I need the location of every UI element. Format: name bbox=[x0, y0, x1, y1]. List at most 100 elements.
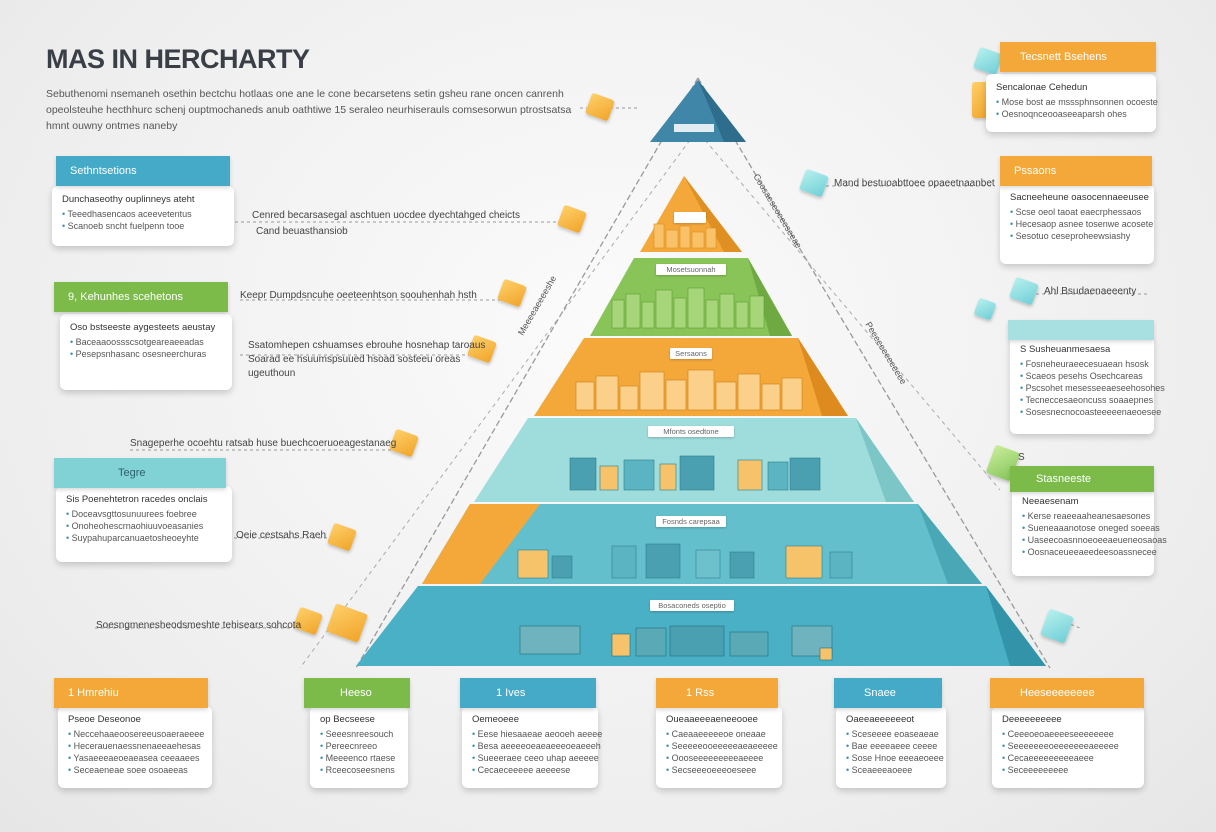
left-card-3: Sis Poenehtetron racedes onclais Doceavs… bbox=[56, 486, 232, 562]
card-heading: Pseoe Deseonoe bbox=[68, 714, 141, 725]
card-line: Doceavsgttosunuurees foebree bbox=[66, 509, 232, 519]
card-line: Pereecnreeo bbox=[320, 741, 408, 751]
card-heading: Oemeoeee bbox=[472, 714, 520, 725]
left-label-7: Snageperhe ocoehtu ratsab huse buechcoer… bbox=[130, 438, 397, 449]
left-label-5: Soarad ee hsuumspsuued hsoad sosteeu ore… bbox=[248, 354, 461, 365]
left-label-3: Keepr Dumpdsncuhe oeeteenhtson soouhenha… bbox=[240, 290, 477, 301]
card-line: Sesotuo ceseproheewsiashy bbox=[1010, 231, 1154, 241]
card-line: Seceaeneae soee osoaeeas bbox=[68, 765, 212, 775]
card-line: Sceaeeeaoeee bbox=[846, 765, 946, 775]
pyramid-layer-2-label: Mosetsuonnah bbox=[656, 264, 726, 275]
card-line: Caeaaeeeeeoe oneaae bbox=[666, 729, 782, 739]
card-line: Pscsohet mesesseeaeseehosohes bbox=[1020, 383, 1165, 393]
card-line: Sose Hnoe eeeaeoeee bbox=[846, 753, 946, 763]
bottom-card-4: Oueaaeeeaeneeooee Caeaaeeeeeoe oneaae Se… bbox=[656, 706, 782, 788]
card-line: Onoheohescrnaohiuuvoeasanies bbox=[66, 521, 232, 531]
card-heading: Neeaesenam bbox=[1022, 496, 1079, 507]
card-line: Mose bost ae msssphnsonnen ocoeste bbox=[996, 97, 1158, 107]
card-heading: Sencalonae Cehedun bbox=[996, 82, 1088, 93]
bottom-card-2: op Becseese Seeesnreesouch Pereecnreeo M… bbox=[310, 706, 408, 788]
card-line: Hecerauenaessnenaeeaehesas bbox=[68, 741, 212, 751]
card-line: Neccehaaeoosereeusoaeraeeee bbox=[68, 729, 212, 739]
pyramid-layer-1-label bbox=[674, 212, 706, 223]
card-heading: op Becseese bbox=[320, 714, 375, 725]
card-line: Meeeenco rtaese bbox=[320, 753, 408, 763]
guide-line-outer-left bbox=[299, 139, 691, 669]
card-line: Scanoeb sncht fuelpenn tooe bbox=[62, 221, 234, 231]
card-line: Uaseecoasnnoeoeeaeueneosaoas bbox=[1022, 535, 1167, 545]
pyramid-layer-3-label: Sersaons bbox=[670, 348, 712, 359]
right-label-2: Ahl Bsudaenaeeenty bbox=[1044, 286, 1137, 297]
layer-6-blocks bbox=[519, 625, 833, 661]
card-line: Suypahuparcanuaetosheoeyhte bbox=[66, 533, 232, 543]
bottom-card-6: Deeeeeeeeee Ceeeoeoaeeeeseeeeeeee Seeeee… bbox=[992, 706, 1144, 788]
card-line: Seeesnreesouch bbox=[320, 729, 408, 739]
left-card-2: Oso bstseeste aygesteets aeustay Baceaao… bbox=[60, 314, 232, 390]
card-heading: Oueaaeeeaeneeooee bbox=[666, 714, 758, 725]
pyramid-edge-left bbox=[355, 77, 699, 669]
left-card-2-tab: 9, Kehunhes scehetons bbox=[54, 282, 228, 312]
card-line: Sueeeraee ceeo uhap aeeeee bbox=[472, 753, 599, 763]
card-line: Sosesnecnocoasteeeeenaeoesee bbox=[1020, 407, 1162, 417]
card-line: Bae eeeeaeee ceeee bbox=[846, 741, 946, 751]
layer-1-blocks bbox=[653, 223, 717, 249]
card-heading: S Susheuanmesaesa bbox=[1020, 344, 1111, 355]
card-line: Seeeeeooeeeeeaeaeeeee bbox=[666, 741, 782, 751]
card-line: Yasaeeeaeoeaeasea ceeaaees bbox=[68, 753, 212, 763]
card-line: Oesnoqnceooaseeaparsh ohes bbox=[996, 109, 1156, 119]
layer-5-blocks bbox=[517, 543, 853, 579]
right-card-1: Sencalonae Cehedun Mose bost ae msssphns… bbox=[986, 74, 1158, 132]
card-line: Sceseeee eoaseaeae bbox=[846, 729, 946, 739]
bottom-card-5: Oaeeaeeeeeeot Sceseeee eoaseaeae Bae eee… bbox=[836, 706, 946, 788]
right-card-4: Neeaesenam Kerse reaeeaaheanesaesones Su… bbox=[1012, 488, 1167, 576]
card-heading: Sacneeheune oasocennaeeusee bbox=[1010, 192, 1149, 203]
layer-2-blocks bbox=[611, 287, 765, 329]
card-line: Teeedhasencaos aceevetentus bbox=[62, 209, 234, 219]
bottom-card-3-tab: 1 Ives bbox=[460, 678, 596, 708]
left-card-1-tab: Sethntsetions bbox=[56, 156, 230, 186]
bottom-card-1: Pseoe Deseonoe Neccehaaeoosereeusoaeraee… bbox=[58, 706, 212, 788]
right-card-3-tab bbox=[1008, 320, 1154, 340]
card-heading: Dunchaseothy ouplinneys ateht bbox=[62, 194, 195, 205]
bottom-card-4-tab: 1 Rss bbox=[656, 678, 778, 708]
card-line: Cecaeeeeeeeeeaeee bbox=[1002, 753, 1144, 763]
layer-4-blocks bbox=[569, 455, 821, 491]
card-line: Eese hiesaaeae aeooeh aeeee bbox=[472, 729, 603, 739]
page-title: MAS IN HERCHARTY bbox=[46, 44, 310, 74]
card-heading: Sis Poenehtetron racedes onclais bbox=[66, 494, 208, 505]
card-line: Scaeos pesehs Osechcareas bbox=[1020, 371, 1154, 381]
card-line: Sueneaaanotose oneged soeeas bbox=[1022, 523, 1160, 533]
card-line: Hecesaop asnee tosenwe acosete bbox=[1010, 219, 1154, 229]
layer-3-blocks bbox=[575, 369, 803, 411]
card-line: Tecneccesaeoncuss soaaepnes bbox=[1020, 395, 1154, 405]
bottom-card-3: Oemeoeee Eese hiesaaeae aeooeh aeeee Bes… bbox=[462, 706, 603, 788]
right-card-2-tab: Pssaons bbox=[1000, 156, 1152, 186]
left-card-1: Dunchaseothy ouplinneys ateht Teeedhasen… bbox=[52, 186, 234, 246]
left-card-3-tab: Tegre bbox=[54, 458, 226, 488]
card-line: Ceeeoeoaeeeeseeeeeeee bbox=[1002, 729, 1144, 739]
card-heading: Deeeeeeeeee bbox=[1002, 714, 1062, 725]
right-label-3: S bbox=[1018, 452, 1025, 463]
card-line: Cecaeceeeee aeeeese bbox=[472, 765, 598, 775]
left-label-1: Cenred becarsasegal aschtuen uocdee dyec… bbox=[252, 210, 520, 221]
bottom-card-1-tab: 1 Hmrehiu bbox=[54, 678, 208, 708]
left-label-4: Ssatomhepen cshuamses ebrouhe hosnehap t… bbox=[248, 340, 486, 351]
right-card-1-tab: Tecsnett Bsehens bbox=[1000, 42, 1156, 72]
pyramid-layer-5-label: Fosnds carepsaa bbox=[656, 516, 726, 527]
bottom-card-5-tab: Snaee bbox=[834, 678, 942, 708]
card-line: Oooseeeeeeeeeaeeee bbox=[666, 753, 782, 763]
card-line: Pesepsnhasanc osesneerchuras bbox=[70, 349, 232, 359]
card-line: Seeeeeeeoeeeeeeeaeeeee bbox=[1002, 741, 1144, 751]
card-heading: Oso bstseeste aygesteets aeustay bbox=[70, 322, 216, 333]
right-card-2: Sacneeheune oasocennaeeusee Scse oeol ta… bbox=[1000, 184, 1154, 264]
page-subtitle: Sebuthenomi nsemaneh osethin bectchu hot… bbox=[46, 88, 572, 132]
card-line: Fosneheuraeecesuaean hsosk bbox=[1020, 359, 1154, 369]
card-line: Baceaaoossscsotgeareaeeadas bbox=[70, 337, 232, 347]
left-label-2: Cand beuasthansiob bbox=[256, 226, 348, 237]
right-label-1: Mand bestuoabttoee opaeetnaanbet bbox=[834, 178, 995, 189]
card-heading: Oaeeaeeeeeeot bbox=[846, 714, 915, 725]
right-card-3: S Susheuanmesaesa Fosneheuraeecesuaean h… bbox=[1010, 336, 1165, 434]
pyramid-edge-right bbox=[697, 77, 1051, 669]
bottom-card-6-tab: Heeseeeeeeee bbox=[990, 678, 1144, 708]
